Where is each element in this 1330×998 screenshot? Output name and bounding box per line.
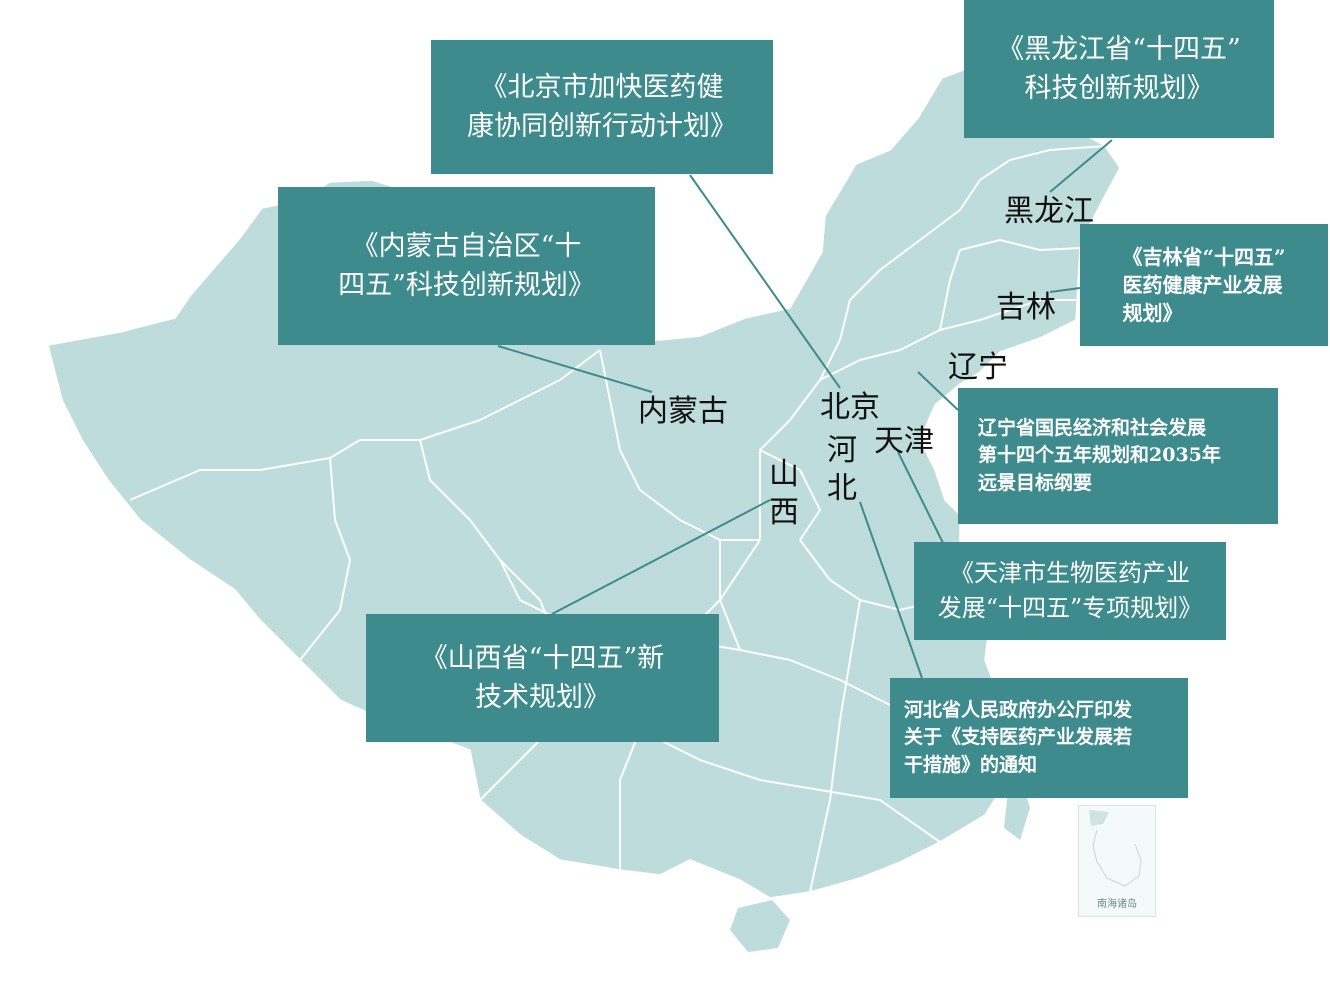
box-hebei-line3: 干措施》的通知 [904, 753, 1038, 776]
box-beijing-plan: 《北京市加快医药健康协同创新行动计划》 [431, 40, 773, 174]
box-beijing-line1: 《北京市加快医药健 [480, 71, 724, 103]
box-shanxi-line2: 技术规划》 [474, 682, 610, 713]
box-liaoning-line1: 辽宁省国民经济和社会发展 [978, 416, 1207, 439]
box-heilongjiang-plan: 《黑龙江省“十四五” 科技创新规划》 [964, 0, 1274, 138]
box-hebei-plan: 河北省人民政府办公厅印发关于《支持医药产业发展若干措施》的通知 [890, 678, 1188, 798]
region-label-liaoning: 辽宁 [948, 350, 1008, 385]
leader-jilin [1049, 287, 1081, 293]
box-tianjin-line1: 《天津市生物医药产业 [949, 559, 1190, 588]
box-liaoning-line2: 第十四个五年规划和2035年 [978, 444, 1221, 467]
leader-lines [497, 139, 1113, 679]
leader-liaoning [917, 371, 959, 411]
south-china-sea-inset: 南海诸岛 [1078, 805, 1156, 917]
box-heilongjiang-line1: 《黑龙江省“十四五” [997, 33, 1241, 65]
box-jilin-plan: 《吉林省“十四五” 医药健康产业发展规划》 [1080, 224, 1328, 346]
region-label-hebei: 河北 [827, 433, 857, 506]
box-shanxi-line1: 《山西省“十四五”新 [420, 642, 665, 674]
region-label-tianjin: 天津 [874, 424, 934, 459]
box-liaoning-line3: 远景目标纲要 [978, 471, 1093, 494]
leader-neimenggu [497, 345, 653, 393]
box-jilin-line1: 《吉林省“十四五” [1122, 245, 1286, 269]
hainan-island [730, 900, 790, 952]
leader-tianjin [897, 451, 945, 546]
box-tianjin-plan: 《天津市生物医药产业发展“十四五”专项规划》 [914, 542, 1226, 640]
box-jilin-line3: 规划》 [1122, 301, 1183, 325]
box-liaoning-plan: 辽宁省国民经济和社会发展第十四个五年规划和2035年远景目标纲要 [958, 388, 1278, 524]
box-hebei-line2: 关于《支持医药产业发展若 [904, 726, 1133, 749]
region-label-shanxi: 山西 [769, 457, 799, 530]
leader-hebei [859, 501, 923, 679]
box-neimenggu-line2: 四五”科技创新规划》 [338, 270, 595, 301]
box-tianjin-line2: 发展“十四五”专项规划》 [937, 594, 1203, 622]
region-label-jilin: 吉林 [996, 290, 1056, 325]
box-neimenggu-line1: 《内蒙古自治区“十 [351, 230, 582, 262]
region-label-beijing: 北京 [820, 390, 880, 425]
leader-beijing [689, 174, 841, 389]
box-hebei-line1: 河北省人民政府办公厅印发 [904, 698, 1133, 721]
box-neimenggu-plan: 《内蒙古自治区“十四五”科技创新规划》 [278, 187, 655, 345]
leader-heilongjiang [1049, 139, 1113, 193]
box-beijing-line2: 康协同创新行动计划》 [467, 111, 737, 142]
box-heilongjiang-line2: 科技创新规划》 [1024, 73, 1214, 104]
box-shanxi-plan: 《山西省“十四五”新技术规划》 [366, 614, 719, 742]
box-jilin-line2: 医药健康产业发展 [1122, 273, 1283, 297]
leader-shanxi [551, 499, 771, 615]
inset-label: 南海诸岛 [1097, 899, 1137, 910]
region-label-heilongjiang: 黑龙江 [1004, 194, 1094, 229]
region-label-neimenggu: 内蒙古 [638, 394, 728, 429]
inset-map [1089, 810, 1142, 887]
